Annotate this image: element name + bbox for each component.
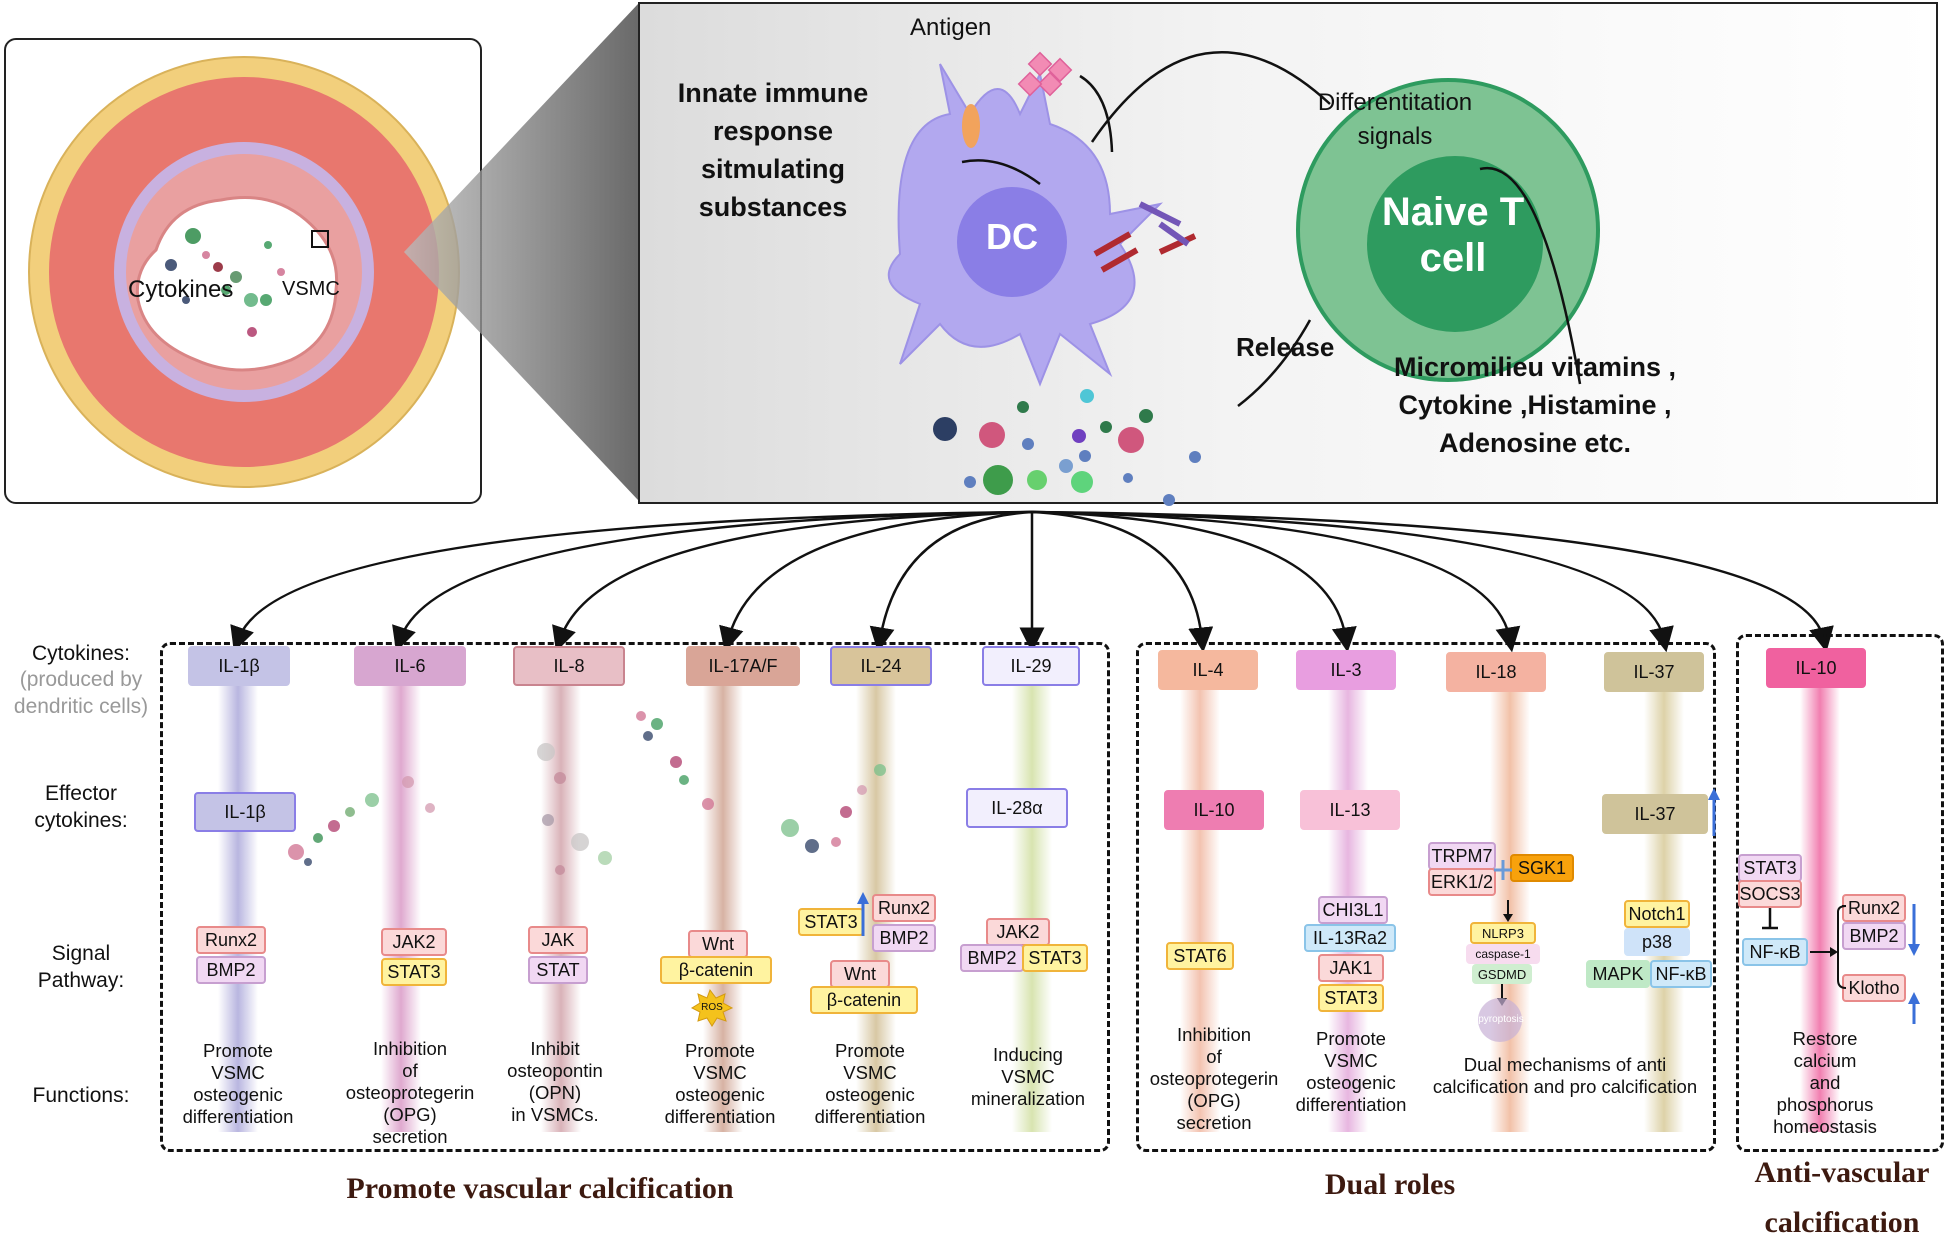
signal-il37-nfkb: NF-κB [1650, 960, 1712, 988]
signal-wnt: Wnt [688, 930, 748, 958]
signal-p38: p38 [1624, 928, 1690, 956]
signal-il24-stat3: STAT3 [798, 908, 864, 936]
dc-label: DC [986, 216, 1038, 257]
group-dual [1136, 642, 1716, 1152]
signal-erk12: ERK1/2 [1428, 868, 1496, 896]
group-anti [1736, 634, 1944, 1152]
cytokines-label: Cytokines [128, 276, 234, 303]
signal-il24-bmp2: BMP2 [872, 924, 936, 952]
signal-trpm7: TRPM7 [1428, 842, 1496, 870]
effector-il37: IL-37 [1602, 794, 1708, 834]
cytokine-il6: IL-6 [354, 646, 466, 686]
signal-gsdmd: GSDMD [1472, 964, 1532, 984]
vsmc-label: VSMC [282, 278, 340, 300]
signal-stat6: STAT6 [1166, 942, 1234, 970]
signal-nlrp3: NLRP3 [1470, 922, 1536, 944]
signal-il24-runx2: Runx2 [872, 894, 936, 922]
signal-caspase1: caspase-1 [1466, 944, 1540, 964]
cytokine-il3: IL-3 [1296, 650, 1396, 690]
immune-illustration [887, 50, 1600, 506]
column-bar-il6 [381, 662, 421, 1132]
signal-klotho: Klotho [1842, 974, 1906, 1002]
effector-il13: IL-13 [1300, 790, 1400, 830]
signal-mapk: MAPK [1586, 960, 1650, 988]
column-bar-il8 [541, 662, 581, 1132]
signal-il24-wnt: Wnt [830, 960, 890, 988]
micromilieu-label: Micromilieu vitamins ,Cytokine ,Histamin… [1393, 352, 1677, 458]
column-bar-il29 [1012, 662, 1052, 1132]
cytokine-il37: IL-37 [1604, 652, 1704, 692]
cytokine-il4: IL-4 [1158, 650, 1258, 690]
signal-notch1: Notch1 [1624, 900, 1690, 928]
column-bar-il10 [1800, 662, 1840, 1132]
release-label: Release [1236, 332, 1335, 362]
vessel-panel: Cytokines VSMC [4, 38, 482, 504]
signal-socs3: SOCS3 [1738, 880, 1802, 908]
signal-beta-catenin: β-catenin [660, 956, 772, 984]
signal-jak: JAK [528, 926, 588, 954]
effector-il28a: IL-28α [966, 788, 1068, 828]
cytokine-il29: IL-29 [982, 646, 1080, 686]
effector-il1b: IL-1β [194, 792, 296, 832]
cytokine-il18: IL-18 [1446, 652, 1546, 692]
signal-jak2: JAK2 [381, 928, 447, 956]
signal-sgk1: SGK1 [1510, 854, 1574, 882]
signal-il10-stat3: STAT3 [1738, 854, 1802, 882]
signal-chi3l1: CHI3L1 [1318, 896, 1388, 924]
signal-il29-jak2: JAK2 [986, 918, 1050, 946]
signal-il29-stat3: STAT3 [1022, 944, 1088, 972]
cytokine-il24: IL-24 [830, 646, 932, 686]
signal-il3-stat3: STAT3 [1318, 984, 1384, 1012]
signal-il13ra2: IL-13Ra2 [1304, 924, 1396, 952]
signal-bmp2: BMP2 [196, 956, 266, 984]
signal-jak1: JAK1 [1318, 954, 1384, 982]
group-promote [160, 642, 1110, 1152]
row-label-cytokines: Cytokines: [31, 642, 131, 665]
signal-il29-bmp2: BMP2 [960, 944, 1024, 972]
group-title-promote: Promote vascular calcification [346, 1172, 734, 1205]
group-title-dual: Dual roles [1324, 1168, 1456, 1201]
signal-il10-nfkb: NF-κB [1742, 938, 1808, 966]
column-bar-il37 [1644, 662, 1684, 1132]
signal-il10-bmp2: BMP2 [1842, 922, 1906, 950]
signal-il10-runx2: Runx2 [1842, 894, 1906, 922]
column-bar-il18 [1490, 662, 1530, 1132]
column-bar-il17 [703, 662, 743, 1132]
vessel-cross-section [28, 56, 460, 488]
cytokine-il8: IL-8 [513, 646, 625, 686]
row-label-functions: Functions: [32, 1084, 130, 1107]
effector-il10: IL-10 [1164, 790, 1264, 830]
pyroptosis-label: pyroptosis [1478, 1014, 1524, 1025]
column-bar-il1b [218, 662, 258, 1132]
signal-runx2: Runx2 [196, 926, 266, 954]
signal-stat3: STAT3 [381, 958, 447, 986]
cytokine-il17af: IL-17A/F [686, 646, 800, 686]
column-bar-il4 [1180, 662, 1220, 1132]
antigen-label: Antigen [910, 14, 992, 41]
signal-stat: STAT [528, 956, 588, 984]
ros-label: ROS [701, 1002, 723, 1013]
signal-il24-beta-catenin: β-catenin [810, 986, 918, 1014]
cytokine-il10: IL-10 [1766, 648, 1866, 688]
cytokine-il1b: IL-1β [188, 646, 290, 686]
